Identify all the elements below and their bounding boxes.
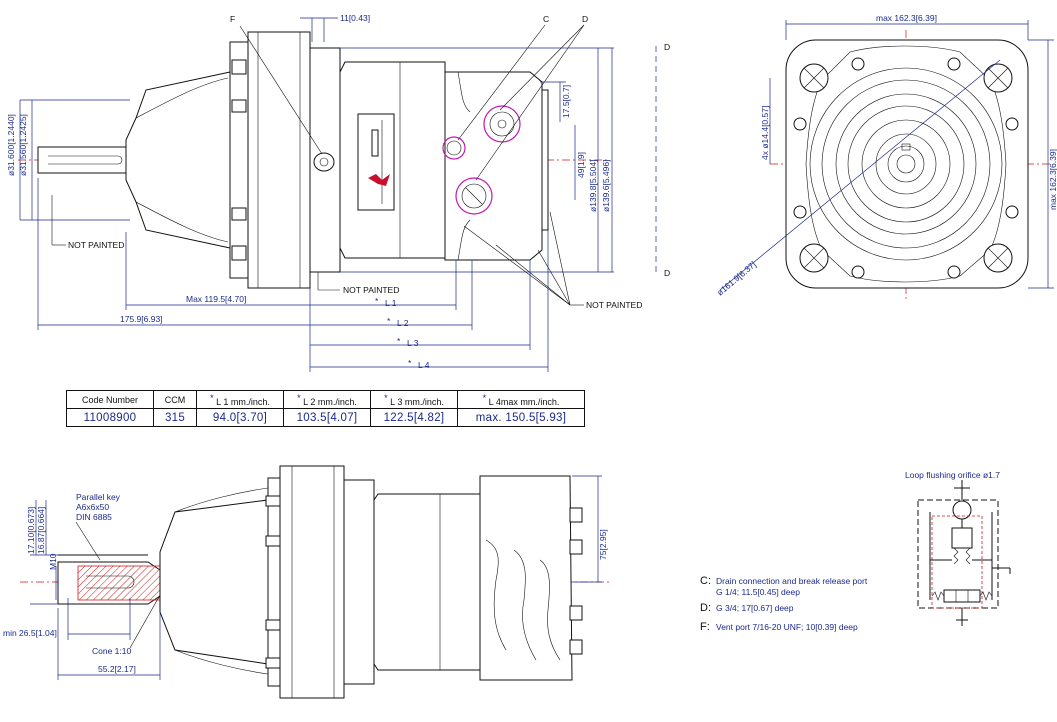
header-code-number: Code Number [66, 390, 154, 409]
svg-text:ø31.560[1.2425]: ø31.560[1.2425] [18, 114, 28, 176]
svg-text:17.5[0.7]: 17.5[0.7] [561, 85, 571, 118]
svg-text:L 1: L 1 [385, 298, 397, 308]
header-ccm: CCM [153, 390, 197, 409]
section-view-dimensions: Parallel key A6x6x50 DIN 6885 17.10[0.67… [3, 475, 608, 680]
header-l4: * L 4max mm./inch. [457, 390, 585, 409]
side-view [18, 31, 610, 289]
table-row: 11008900 315 94.0[3.70] 103.5[4.07] 122.… [66, 408, 585, 427]
svg-text:ø31.600[1.2440]: ø31.600[1.2440] [6, 114, 16, 176]
svg-text:L 3: L 3 [407, 338, 419, 348]
svg-text:NOT PAINTED: NOT PAINTED [343, 285, 399, 295]
svg-text:*: * [408, 358, 412, 368]
svg-text:*: * [375, 296, 379, 306]
cell-l3: 122.5[4.82] [370, 408, 458, 427]
port-legend: C: Drain connection and break release po… [700, 575, 868, 633]
cell-code-number: 11008900 [66, 408, 154, 427]
svg-text:max 162.3[6.39]: max 162.3[6.39] [876, 13, 937, 23]
svg-text:ø161.9[6.37]: ø161.9[6.37] [715, 259, 758, 297]
svg-text:D:: D: [700, 602, 711, 614]
svg-text:75[2.95]: 75[2.95] [598, 529, 608, 560]
svg-text:NOT PAINTED: NOT PAINTED [586, 300, 642, 310]
svg-text:G 1/4; 11.5[0.45] deep: G 1/4; 11.5[0.45] deep [716, 587, 800, 597]
label-F: F [230, 14, 235, 24]
svg-text:L 2: L 2 [397, 318, 409, 328]
corner-holes [799, 63, 1013, 273]
spec-table: Code Number CCM * L 1 mm./inch. * L 2 mm… [66, 390, 585, 427]
svg-text:G 3/4; 17[0.67] deep: G 3/4; 17[0.67] deep [716, 603, 794, 613]
svg-text:16.87[0.664]: 16.87[0.664] [36, 507, 46, 554]
svg-text:175.9[6.93]: 175.9[6.93] [120, 314, 163, 324]
svg-text:ø139.6[5.496]: ø139.6[5.496] [601, 160, 611, 212]
svg-text:17.10[0.673]: 17.10[0.673] [26, 507, 36, 554]
svg-text:Parallel key: Parallel key [76, 492, 121, 502]
label-D: D [582, 14, 588, 24]
svg-text:L 4: L 4 [418, 360, 430, 370]
side-view-dimensions: F C D 11[0.43] ø31.600[1.2440] ø31.560[1… [6, 13, 670, 372]
table-header-row: Code Number CCM * L 1 mm./inch. * L 2 mm… [66, 390, 585, 409]
svg-text:NOT PAINTED: NOT PAINTED [68, 240, 124, 250]
header-l1: * L 1 mm./inch. [196, 390, 284, 409]
cell-ccm: 315 [153, 408, 197, 427]
header-l3: * L 3 mm./inch. [370, 390, 458, 409]
svg-text:D: D [664, 42, 670, 52]
hydraulic-schematic: Loop flushing orifice ø1.7 [905, 470, 1011, 626]
svg-text:Loop flushing orifice ø1.7: Loop flushing orifice ø1.7 [905, 470, 1000, 480]
svg-text:4x ø14.4[0.57]: 4x ø14.4[0.57] [760, 106, 770, 160]
svg-text:*: * [397, 336, 401, 346]
svg-text:Max 119.5[4.70]: Max 119.5[4.70] [186, 294, 246, 304]
svg-text:*: * [387, 316, 391, 326]
small-bolts [793, 57, 1019, 279]
svg-text:D: D [664, 268, 670, 278]
svg-text:ø139.8[5.504]: ø139.8[5.504] [588, 160, 598, 212]
label-C: C [543, 14, 549, 24]
cell-l2: 103.5[4.07] [283, 408, 371, 427]
svg-text:11[0.43]: 11[0.43] [340, 13, 370, 23]
header-l2: * L 2 mm./inch. [283, 390, 371, 409]
svg-text:Vent port 7/16-20 UNF; 10[0.3: Vent port 7/16-20 UNF; 10[0.39] deep [716, 622, 858, 632]
svg-text:49[1.9]: 49[1.9] [576, 152, 586, 178]
svg-text:M10: M10 [48, 553, 58, 570]
svg-text:A6x6x50: A6x6x50 [76, 502, 109, 512]
svg-text:max 162.3[6.39]: max 162.3[6.39] [1048, 149, 1057, 210]
section-view [20, 465, 610, 699]
svg-text:F:: F: [700, 621, 710, 633]
svg-text:Cone 1:10: Cone 1:10 [92, 646, 131, 656]
svg-text:min 26.5[1.04]: min 26.5[1.04] [3, 628, 57, 638]
svg-text:55.2[2.17]: 55.2[2.17] [98, 664, 136, 674]
cell-l4: max. 150.5[5.93] [457, 408, 585, 427]
front-view: max 162.3[6.39] max 162.3[6.39] 4x ø14.4… [715, 13, 1057, 300]
cell-l1: 94.0[3.70] [196, 408, 284, 427]
svg-text:C:: C: [700, 575, 711, 587]
svg-text:Drain connection and break rel: Drain connection and break release port [716, 576, 868, 586]
svg-text:DIN 6885: DIN 6885 [76, 512, 112, 522]
